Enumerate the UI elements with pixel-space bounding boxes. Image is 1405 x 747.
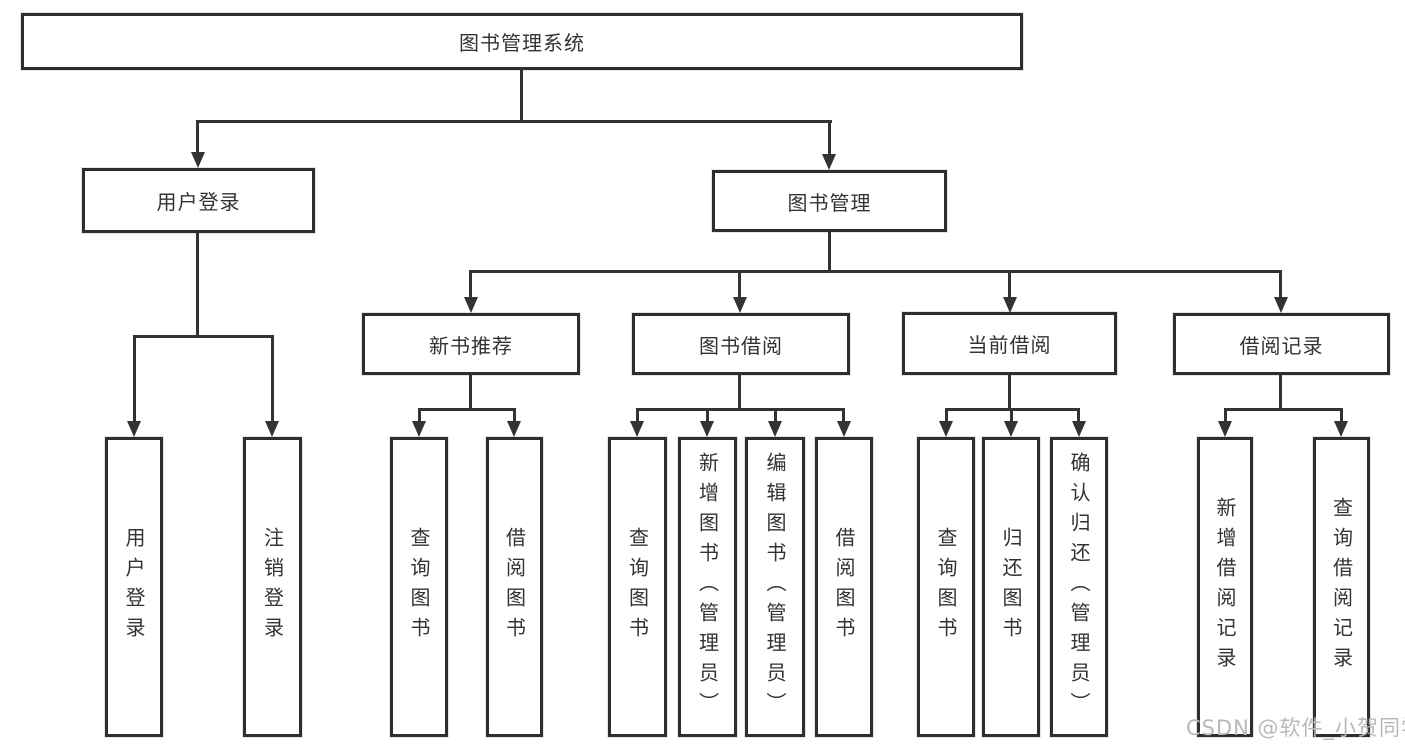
arrowhead-records [1274, 297, 1288, 313]
leaf-query-books-current: 查询图书 [917, 437, 975, 737]
arrowhead-new-book [464, 297, 478, 313]
connector-records-split [1224, 408, 1342, 411]
arrowhead-user-login [191, 152, 205, 168]
arrowhead-book-mgmt [822, 154, 836, 170]
arrowhead-leaf [768, 421, 782, 437]
connector-drop-login-leaf [133, 335, 136, 423]
arrowhead-login-leaf [127, 421, 141, 437]
leaf-query-books-recommend: 查询图书 [390, 437, 448, 737]
node-label: 图书管理 [787, 190, 872, 215]
connector-drop-leaf [774, 408, 777, 423]
node-label: 图书管理系统 [459, 31, 585, 55]
leaf-label: 借阅图书 [502, 527, 527, 647]
leaf-query-books-borrow: 查询图书 [608, 437, 667, 737]
connector-drop-current [1008, 270, 1011, 299]
leaf-borrow-books: 借阅图书 [815, 437, 873, 737]
arrowhead-leaf [837, 421, 851, 437]
connector-new-book-stub [469, 375, 472, 409]
connector-drop-leaf [636, 408, 639, 423]
node-borrow-records: 借阅记录 [1173, 313, 1390, 375]
arrowhead-current [1003, 297, 1017, 313]
csdn-watermark: CSDN @软件_小贺同学 [1186, 716, 1405, 740]
connector-borrow-stub [738, 375, 741, 409]
leaf-label: 注销登录 [260, 527, 285, 647]
leaf-borrow-books-recommend: 借阅图书 [486, 437, 543, 737]
arrowhead-leaf [630, 421, 644, 437]
leaf-label: 查询图书 [934, 527, 958, 647]
leaf-label: 查询图书 [625, 527, 650, 647]
node-label: 当前借阅 [967, 333, 1052, 357]
connector-drop-user-login [196, 120, 199, 154]
connector-borrow-split [636, 408, 844, 411]
connector-drop-leaf [1340, 408, 1343, 423]
leaf-label: 归还图书 [999, 527, 1023, 647]
leaf-label: 借阅图书 [832, 527, 856, 647]
leaf-confirm-return-admin: 确认归还（管理员） [1050, 437, 1108, 737]
leaf-logout: 注销登录 [243, 437, 302, 737]
connector-root-split [196, 120, 832, 123]
node-label: 用户登录 [156, 190, 241, 214]
arrowhead-leaf [939, 421, 953, 437]
connector-drop-leaf [1224, 408, 1227, 423]
connector-drop-logout-leaf [271, 335, 274, 423]
connector-drop-leaf [945, 408, 948, 423]
node-current-borrow: 当前借阅 [902, 312, 1117, 375]
connector-records-stub [1279, 375, 1282, 409]
connector-current-stub [1008, 375, 1011, 409]
connector-drop-new-book [469, 270, 472, 299]
connector-drop-leaf [418, 408, 421, 423]
arrowhead-leaf [412, 421, 426, 437]
leaf-label: 编辑图书（管理员） [763, 452, 787, 722]
arrowhead-leaf [1334, 421, 1348, 437]
connector-drop-leaf [842, 408, 845, 423]
leaf-user-login: 用户登录 [105, 437, 163, 737]
leaf-add-borrow-record: 新增借阅记录 [1197, 437, 1253, 737]
arrowhead-leaf [1004, 421, 1018, 437]
leaf-label: 查询图书 [407, 527, 431, 647]
connector-user-login-stub [196, 233, 199, 338]
connector-drop-leaf [706, 408, 709, 423]
node-book-borrow: 图书借阅 [632, 313, 850, 375]
connector-drop-leaf [513, 408, 516, 423]
node-label: 图书借阅 [699, 333, 783, 358]
leaf-query-borrow-record: 查询借阅记录 [1313, 437, 1370, 737]
arrowhead-leaf [1072, 421, 1086, 437]
leaf-label: 新增借阅记录 [1213, 497, 1237, 677]
connector-book-mgmt-split [469, 270, 1282, 273]
node-new-book-recommend: 新书推荐 [362, 313, 580, 375]
node-user-login: 用户登录 [82, 168, 315, 233]
leaf-edit-books-admin: 编辑图书（管理员） [745, 437, 805, 737]
arrowhead-leaf [700, 421, 714, 437]
leaf-label: 确认归还（管理员） [1067, 452, 1091, 722]
leaf-add-books-admin: 新增图书（管理员） [678, 437, 737, 737]
node-root-library-system: 图书管理系统 [21, 13, 1023, 70]
connector-drop-book-mgmt [828, 120, 831, 156]
connector-drop-borrow [738, 270, 741, 299]
connector-book-mgmt-stub [828, 232, 831, 272]
arrowhead-logout-leaf [265, 421, 279, 437]
connector-drop-leaf [1077, 408, 1080, 423]
node-label: 借阅记录 [1239, 333, 1324, 358]
connector-drop-records [1279, 270, 1282, 299]
connector-drop-leaf [1010, 408, 1013, 423]
leaf-return-books: 归还图书 [982, 437, 1040, 737]
node-label: 新书推荐 [429, 333, 513, 358]
connector-new-book-split [418, 408, 516, 411]
arrowhead-borrow [733, 297, 747, 313]
leaf-label: 新增图书（管理员） [695, 452, 720, 722]
node-book-management: 图书管理 [712, 170, 947, 232]
connector-user-login-split [133, 335, 274, 338]
arrowhead-leaf [507, 421, 521, 437]
leaf-label: 查询借阅记录 [1329, 497, 1354, 677]
leaf-label: 用户登录 [122, 527, 146, 647]
connector-root-stub [520, 68, 523, 122]
arrowhead-leaf [1218, 421, 1232, 437]
